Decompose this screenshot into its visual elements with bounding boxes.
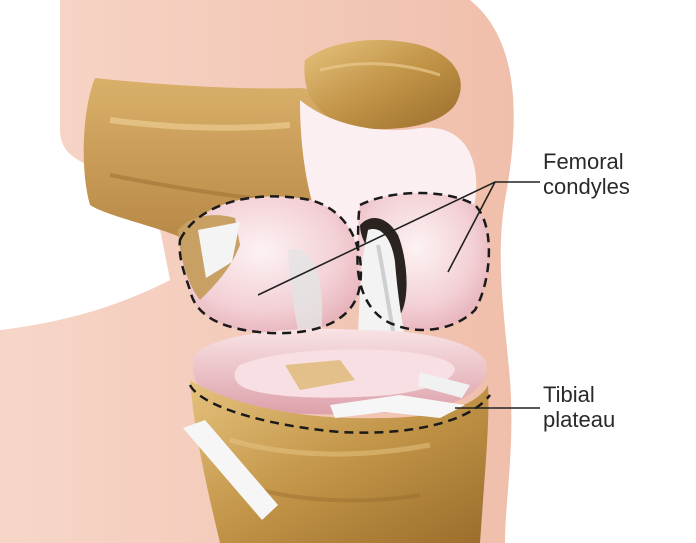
patella [304,40,460,129]
femoral-label-line1: Femoral [543,149,630,174]
tibial-label-line1: Tibial [543,382,615,407]
femoral-label-line2: condyles [543,174,630,199]
tibial-plateau-label: Tibial plateau [543,382,615,432]
tibial-label-line2: plateau [543,407,615,432]
femoral-condyles-label: Femoral condyles [543,149,630,199]
